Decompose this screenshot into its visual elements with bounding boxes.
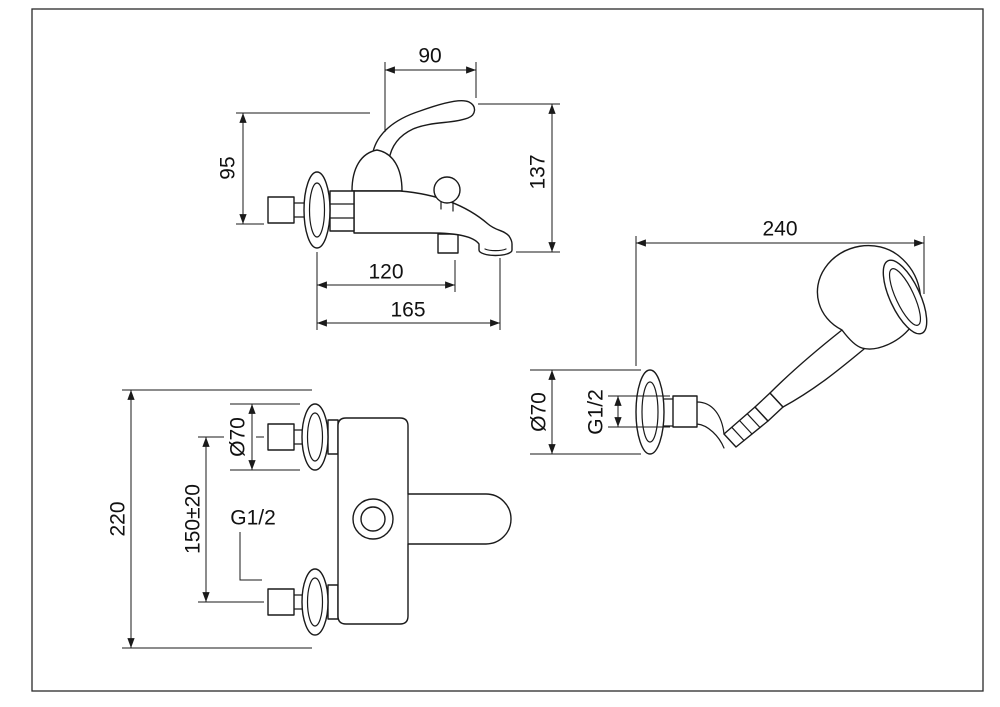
- top-wall-flange: [301, 403, 329, 471]
- crimp-ribs: [731, 413, 761, 442]
- spout-bottom-port: [437, 233, 459, 254]
- top-inlet-stem: [293, 429, 303, 445]
- bracket-flange-inner: [641, 381, 659, 443]
- spout-body: [353, 190, 513, 257]
- mixer-body: [337, 417, 512, 625]
- shower-view: 240 Ø70 G1/2: [528, 218, 928, 455]
- rib-line: [738, 419, 753, 435]
- hose-inner-curve: [696, 423, 725, 449]
- bottom-wall-flange: [301, 568, 329, 636]
- bracket-nut: [672, 395, 698, 428]
- bottom-inlet-stem: [293, 594, 303, 610]
- bottom-wall-flange-inner: [306, 577, 324, 627]
- dim-overall-height: 137: [478, 103, 560, 253]
- leader-line: [239, 532, 262, 581]
- bracket-flange: [635, 369, 665, 455]
- dim-label-90: 90: [418, 45, 441, 68]
- dim-label-diameter-70-shower: Ø70: [528, 392, 551, 432]
- cartridge-cap-inner: [360, 506, 386, 532]
- dim-flange-diameter-front: Ø70: [227, 403, 300, 471]
- dim-overall-height-front: 220: [107, 389, 312, 649]
- handle-dome: [351, 149, 403, 192]
- spout-outlet-rim: [484, 248, 507, 252]
- dim-label-137: 137: [527, 154, 550, 189]
- dim-bracket-thread: G1/2: [585, 389, 670, 435]
- dim-label-diameter-70-front: Ø70: [227, 417, 250, 457]
- diverter-stem: [440, 201, 454, 212]
- diverter-knob: [433, 176, 461, 204]
- dim-label-120: 120: [368, 261, 403, 284]
- dim-label-thread-shower: G1/2: [585, 389, 608, 435]
- side-view: 90 95 137 120 165: [217, 45, 560, 330]
- bracket-stem: [663, 398, 674, 427]
- rib-line: [746, 413, 761, 429]
- spray-face-inner: [888, 268, 922, 326]
- dim-body-height: 95: [217, 112, 370, 225]
- wall-flange: [303, 171, 331, 249]
- thread-callout-front: G1/2: [230, 507, 276, 581]
- dim-bracket-flange-diameter: Ø70: [528, 369, 641, 455]
- spray-face-outer: [882, 259, 928, 335]
- top-inlet-nut: [267, 423, 295, 451]
- dim-label-150-20: 150±20: [182, 484, 205, 554]
- dim-shower-length: 240: [635, 218, 925, 366]
- dim-label-165: 165: [390, 299, 425, 322]
- top-wall-flange-inner: [306, 412, 324, 462]
- top-collar: [327, 419, 339, 455]
- thread-label-front: G1/2: [230, 507, 276, 530]
- dim-spout-reach: 120: [316, 252, 456, 330]
- inlet-nut: [267, 196, 295, 224]
- dim-handle-width: 90: [384, 45, 477, 132]
- collar-facets: [329, 203, 355, 219]
- inlet-stem: [293, 202, 305, 218]
- front-view: 220 150±20 Ø70 G1/2: [107, 389, 512, 649]
- rib-line: [731, 426, 745, 442]
- body-collar: [329, 190, 355, 232]
- hose-outer-curve: [696, 401, 725, 435]
- dim-label-220: 220: [107, 501, 130, 536]
- border-frame: [31, 8, 984, 692]
- dim-label-95: 95: [217, 156, 240, 179]
- bottom-collar: [327, 584, 339, 620]
- wall-flange-inner: [308, 182, 326, 238]
- dim-label-240: 240: [762, 218, 797, 241]
- bottom-inlet-nut: [267, 588, 295, 616]
- dim-overall-reach: 165: [316, 258, 501, 330]
- dim-inlet-spacing: 150±20: [182, 436, 264, 603]
- shower-handle: [769, 329, 865, 408]
